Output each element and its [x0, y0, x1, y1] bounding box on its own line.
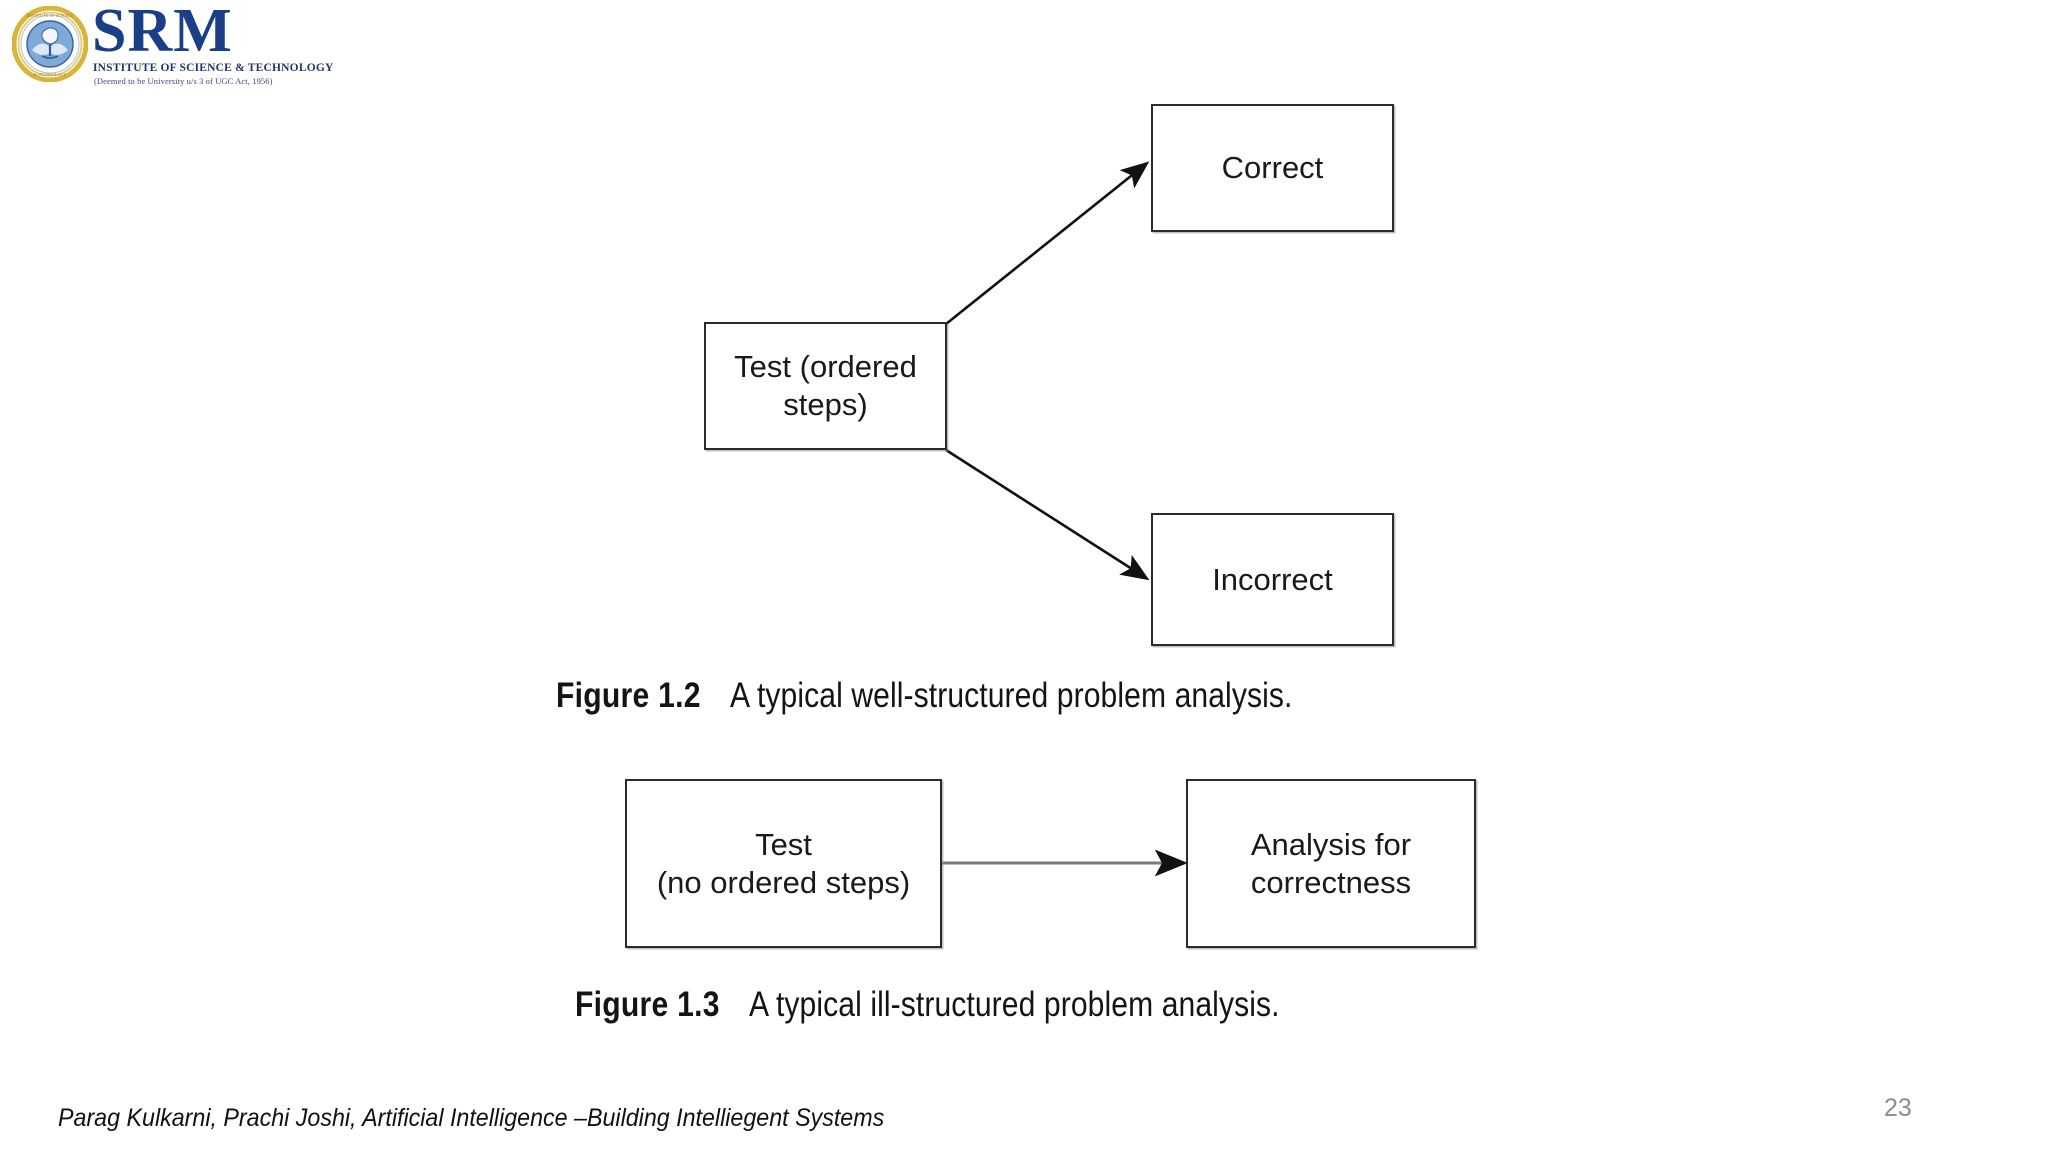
source-citation: Parag Kulkarni, Prachi Joshi, Artificial…	[58, 1104, 885, 1132]
node-test-noorder-line2: (no ordered steps)	[656, 864, 911, 900]
arrow-test-to-incorrect	[945, 448, 1150, 581]
svg-text:& TECHNOLOGY: & TECHNOLOGY	[34, 72, 67, 77]
figure-1-3-label: Figure 1.3	[575, 985, 720, 1024]
figure-1-3-caption: Figure 1.3 A typical ill-structured probl…	[575, 985, 1280, 1025]
figure-1-2-label: Figure 1.2	[556, 676, 701, 715]
node-analysis-line1: Analysis for	[1250, 826, 1412, 862]
node-analysis-line2: correctness	[1250, 864, 1412, 900]
node-test-ordered-line1: Test (ordered	[734, 349, 917, 385]
arrow-test-to-correct	[945, 161, 1150, 326]
figure-1-2-text: A typical well-structured problem analys…	[730, 676, 1293, 715]
node-incorrect[interactable]: Incorrect	[1151, 513, 1394, 646]
svg-text:INSTITUTE OF SCIENCE: INSTITUTE OF SCIENCE	[27, 13, 74, 18]
node-incorrect-label: Incorrect	[1212, 561, 1333, 597]
node-test-noorder-line1: Test	[755, 826, 812, 862]
srm-subtitle-deemed: (Deemed to be University u/s 3 of UGC Ac…	[94, 76, 273, 86]
node-test-no-ordered-steps[interactable]: Test (no ordered steps)	[625, 779, 942, 948]
node-test-ordered-line2: steps)	[783, 387, 868, 422]
srm-wordmark: SRM INSTITUTE OF SCIENCE & TECHNOLOGY (D…	[92, 0, 333, 90]
node-correct[interactable]: Correct	[1151, 104, 1394, 232]
srm-seal-tree-emblem: INSTITUTE OF SCIENCE & TECHNOLOGY	[12, 6, 88, 82]
figure-1-3-text: A typical ill-structured problem analysi…	[749, 985, 1280, 1024]
slide-page-number: 23	[1884, 1094, 1912, 1122]
figure-1-2-caption: Figure 1.2 A typical well-structured prob…	[556, 676, 1292, 716]
srm-wordmark-text: SRM	[92, 0, 233, 65]
srm-logo: INSTITUTE OF SCIENCE & TECHNOLOGY SRM IN…	[8, 0, 333, 94]
node-analysis-for-correctness[interactable]: Analysis for correctness	[1186, 779, 1476, 948]
srm-subtitle-institute: INSTITUTE OF SCIENCE & TECHNOLOGY	[93, 62, 334, 74]
node-correct-label: Correct	[1221, 150, 1324, 186]
node-test-ordered-steps[interactable]: Test (ordered steps)	[704, 322, 947, 450]
